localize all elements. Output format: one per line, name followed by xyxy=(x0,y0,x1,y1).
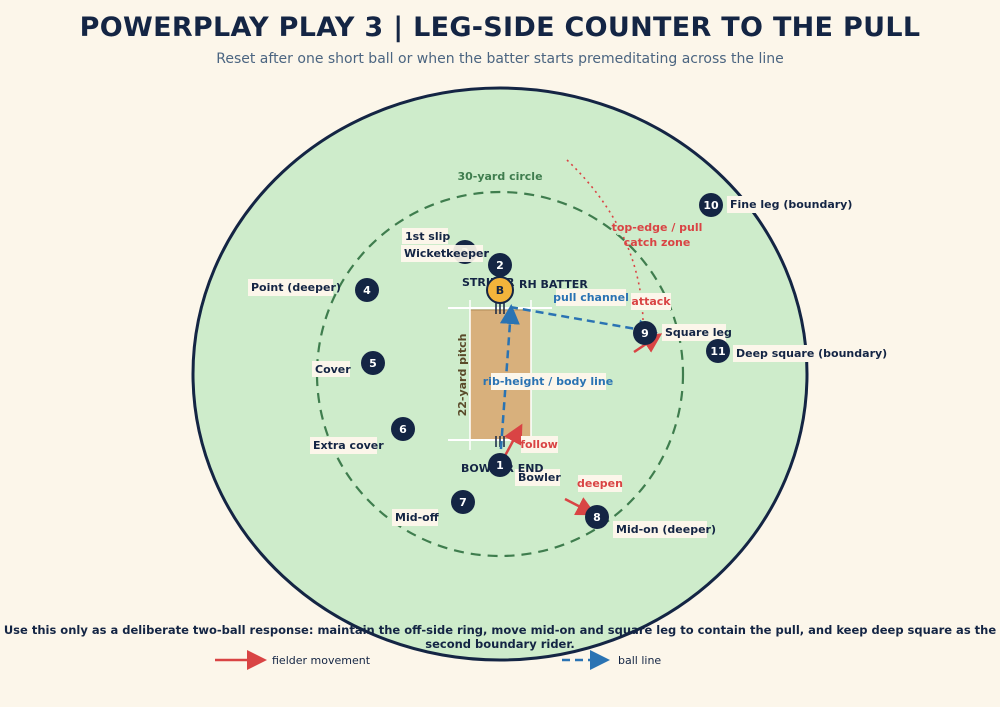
fielder-label-first-slip: 1st slip xyxy=(405,230,450,243)
svg-text:9: 9 xyxy=(641,327,649,340)
thirty-yard-circle xyxy=(315,190,685,558)
fielder-marker-8: 8 xyxy=(585,505,609,529)
batter-label: RH BATTER xyxy=(519,278,588,291)
svg-text:11: 11 xyxy=(710,345,725,358)
svg-text:7: 7 xyxy=(459,496,467,509)
fielder-marker-4: 4 xyxy=(355,278,379,302)
fielder-marker-2: 2 xyxy=(488,253,512,277)
fielder-label-mid-on: Mid-on (deeper) xyxy=(616,523,716,536)
follow-label: follow xyxy=(520,438,558,451)
circle-label: 30-yard circle xyxy=(457,170,542,183)
svg-text:5: 5 xyxy=(369,357,377,370)
fielder-marker-6: 6 xyxy=(391,417,415,441)
legend: fielder movement ball line xyxy=(215,650,661,670)
catch-zone-label-line2: catch zone xyxy=(624,236,691,249)
svg-text:2: 2 xyxy=(496,259,504,272)
fielder-label-wicketkeeper-overlay: Wicketkeeper xyxy=(404,247,489,260)
fielder-label-bowler: Bowler xyxy=(518,471,561,484)
pitch-label: 22-yard pitch xyxy=(456,334,469,417)
usage-note: Use this only as a deliberate two-ball r… xyxy=(3,623,997,651)
svg-text:6: 6 xyxy=(399,423,407,436)
batter-marker: B xyxy=(486,276,514,304)
fielder-marker-10: 10 xyxy=(699,193,723,217)
rib-height-label: rib-height / body line xyxy=(483,375,613,388)
fielder-label-fine-leg: Fine leg (boundary) xyxy=(730,198,852,211)
svg-text:4: 4 xyxy=(363,284,371,297)
attack-label: attack xyxy=(631,295,671,308)
legend-movement-label: fielder movement xyxy=(272,654,371,667)
svg-text:B: B xyxy=(496,284,504,297)
deepen-label: deepen xyxy=(577,477,623,490)
fielder-marker-11: 11 xyxy=(706,339,730,363)
pull-channel-label: pull channel xyxy=(553,291,629,304)
page-subtitle: Reset after one short ball or when the b… xyxy=(216,51,784,67)
fielder-label-deep-square: Deep square (boundary) xyxy=(736,347,887,360)
fielder-label-square-leg: Square leg xyxy=(665,326,732,339)
fielder-label-extra-cover: Extra cover xyxy=(313,439,384,452)
svg-text:10: 10 xyxy=(703,199,719,212)
page-title: POWERPLAY PLAY 3 | LEG-SIDE COUNTER TO T… xyxy=(79,12,921,43)
svg-text:1: 1 xyxy=(496,459,504,472)
fielder-label-point: Point (deeper) xyxy=(251,281,341,294)
fielder-marker-5: 5 xyxy=(361,351,385,375)
svg-text:8: 8 xyxy=(593,511,601,524)
fielder-label-mid-off: Mid-off xyxy=(395,511,439,524)
ball-line-pull xyxy=(509,305,658,340)
fielder-marker-9: 9 xyxy=(633,321,657,345)
fielder-marker-7: 7 xyxy=(451,490,475,514)
fielder-marker-1: 1 xyxy=(488,453,512,477)
legend-ball-line-label: ball line xyxy=(618,654,661,667)
catch-zone-label-line1: top-edge / pull xyxy=(612,221,703,234)
fielder-label-cover: Cover xyxy=(315,363,351,376)
